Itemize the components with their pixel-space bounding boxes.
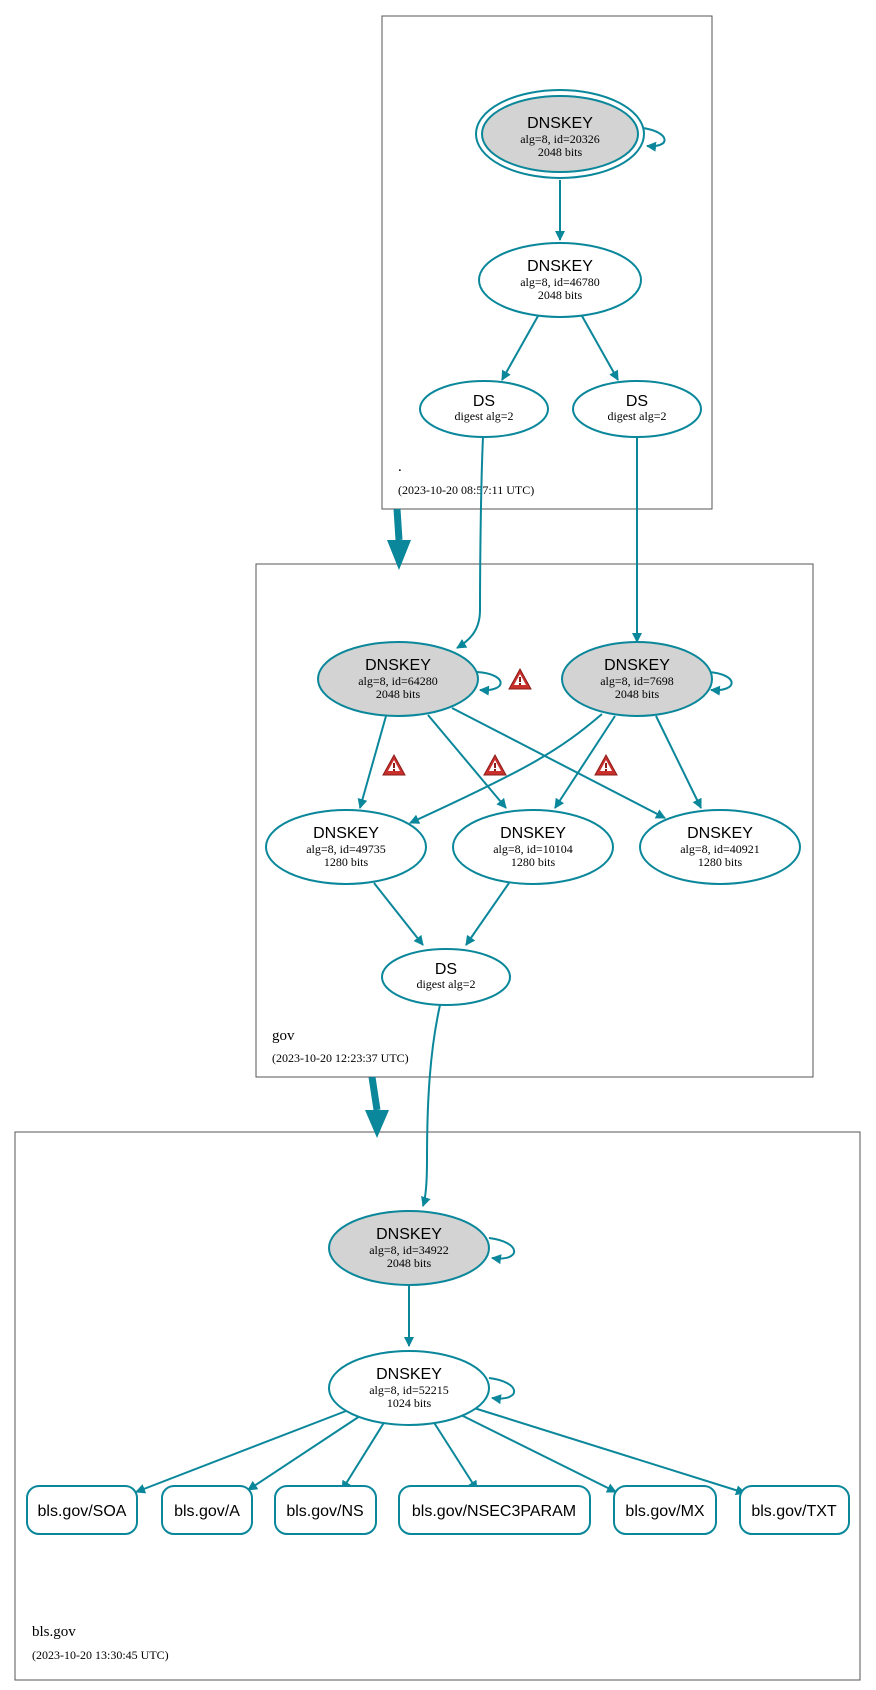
rrset-nsec3param: bls.gov/NSEC3PARAM bbox=[398, 1485, 591, 1535]
rrset-soa: bls.gov/SOA bbox=[26, 1485, 138, 1535]
node-bls-ksk-id: alg=8, id=34922 bbox=[369, 1243, 449, 1257]
delegation-gov-bls-head bbox=[365, 1110, 389, 1138]
node-root-ksk: DNSKEY alg=8, id=20326 2048 bits bbox=[475, 89, 645, 179]
zone-bls: bls.gov (2023-10-20 13:30:45 UTC) bbox=[14, 1131, 861, 1681]
node-gov-zsk1: DNSKEY alg=8, id=49735 1280 bits bbox=[265, 809, 427, 885]
edge-zsk-nsec3param bbox=[432, 1420, 478, 1491]
node-bls-ksk-type: DNSKEY bbox=[376, 1226, 442, 1243]
node-bls-zsk-bits: 1024 bits bbox=[387, 1396, 432, 1410]
rrset-ns-label: bls.gov/NS bbox=[286, 1503, 363, 1520]
edge-zsk-txt bbox=[473, 1407, 746, 1496]
node-gov-ksk1-type: DNSKEY bbox=[365, 657, 431, 674]
edge-ksk1-zsk3 bbox=[451, 707, 666, 819]
node-gov-ksk2: DNSKEY alg=8, id=7698 2048 bits bbox=[561, 641, 713, 717]
node-root-ds2-digest: digest alg=2 bbox=[607, 409, 666, 423]
zone-gov-name: gov bbox=[272, 1028, 295, 1044]
warning-icon bbox=[508, 668, 532, 690]
node-root-ds1-type: DS bbox=[473, 393, 495, 410]
zone-root-name: . bbox=[398, 459, 402, 475]
node-root-zsk-bits: 2048 bits bbox=[538, 288, 583, 302]
edge-gov-ksk1-self bbox=[476, 671, 502, 696]
node-gov-zsk3: DNSKEY alg=8, id=40921 1280 bits bbox=[639, 809, 801, 885]
rrset-soa-label: bls.gov/SOA bbox=[38, 1503, 127, 1520]
node-bls-zsk-id: alg=8, id=52215 bbox=[369, 1383, 449, 1397]
edge-root-ksk-self bbox=[642, 127, 666, 152]
zone-bls-timestamp: (2023-10-20 13:30:45 UTC) bbox=[32, 1648, 169, 1662]
zone-gov: gov (2023-10-20 12:23:37 UTC) bbox=[255, 563, 814, 1078]
rrset-nsec3param-label: bls.gov/NSEC3PARAM bbox=[412, 1503, 576, 1520]
node-gov-ksk1: DNSKEY alg=8, id=64280 2048 bits bbox=[317, 641, 479, 717]
node-bls-zsk: DNSKEY alg=8, id=52215 1024 bits bbox=[328, 1350, 490, 1426]
edge-zsk2-ds bbox=[465, 882, 510, 946]
node-root-zsk-id: alg=8, id=46780 bbox=[520, 275, 600, 289]
node-gov-ds: DS digest alg=2 bbox=[381, 948, 511, 1006]
edge-zsk-ns bbox=[341, 1420, 386, 1491]
edge-zsk-a bbox=[247, 1415, 361, 1491]
edge-zsk-mx bbox=[460, 1414, 617, 1493]
edge-gov-ksk2-self bbox=[707, 671, 733, 696]
edge-root-zsk-ds2 bbox=[581, 315, 619, 381]
node-root-ds1: DS digest alg=2 bbox=[419, 380, 549, 438]
node-bls-ksk: DNSKEY alg=8, id=34922 2048 bits bbox=[328, 1210, 490, 1286]
zone-root-timestamp: (2023-10-20 08:57:11 UTC) bbox=[398, 483, 534, 497]
node-gov-zsk2-id: alg=8, id=10104 bbox=[493, 842, 573, 856]
zone-root: . (2023-10-20 08:57:11 UTC) bbox=[381, 15, 713, 510]
node-bls-ksk-bits: 2048 bits bbox=[387, 1256, 432, 1270]
delegation-root-gov bbox=[393, 508, 403, 541]
zone-bls-name: bls.gov bbox=[32, 1624, 76, 1640]
zone-gov-timestamp: (2023-10-20 12:23:37 UTC) bbox=[272, 1051, 409, 1065]
edge-ksk2-zsk1 bbox=[409, 713, 603, 824]
node-root-ds2: DS digest alg=2 bbox=[572, 380, 702, 438]
node-bls-zsk-type: DNSKEY bbox=[376, 1366, 442, 1383]
edge-bls-zsk-self bbox=[488, 1377, 516, 1405]
node-gov-ksk2-type: DNSKEY bbox=[604, 657, 670, 674]
warning-icon bbox=[382, 754, 406, 776]
edge-ksk2-zsk2 bbox=[554, 715, 616, 809]
node-gov-ksk1-id: alg=8, id=64280 bbox=[358, 674, 438, 688]
node-gov-zsk1-id: alg=8, id=49735 bbox=[306, 842, 386, 856]
edge-ksk1-zsk2 bbox=[427, 714, 507, 809]
edge-bls-ksk-self bbox=[488, 1237, 516, 1265]
delegation-gov-bls bbox=[368, 1076, 381, 1111]
node-root-ksk-type: DNSKEY bbox=[527, 115, 593, 132]
edge-ds1-gov-ksk1 bbox=[456, 436, 484, 649]
node-gov-ds-type: DS bbox=[435, 961, 457, 978]
node-root-ksk-id: alg=8, id=20326 bbox=[520, 132, 600, 146]
rrset-txt: bls.gov/TXT bbox=[739, 1485, 850, 1535]
node-gov-zsk1-type: DNSKEY bbox=[313, 825, 379, 842]
edges bbox=[135, 127, 746, 1496]
warning-icon bbox=[483, 754, 507, 776]
node-gov-ksk1-bits: 2048 bits bbox=[376, 687, 421, 701]
node-gov-zsk2: DNSKEY alg=8, id=10104 1280 bits bbox=[452, 809, 614, 885]
node-gov-zsk3-bits: 1280 bits bbox=[698, 855, 743, 869]
node-gov-ksk2-bits: 2048 bits bbox=[615, 687, 660, 701]
node-gov-ds-digest: digest alg=2 bbox=[416, 977, 475, 991]
edge-ksk1-zsk1 bbox=[357, 715, 387, 809]
edge-root-zsk-ds1 bbox=[501, 315, 539, 381]
edge-ksk2-zsk3 bbox=[655, 715, 702, 809]
node-gov-zsk2-bits: 1280 bits bbox=[511, 855, 556, 869]
node-root-zsk: DNSKEY alg=8, id=46780 2048 bits bbox=[478, 242, 642, 318]
rrset-mx-label: bls.gov/MX bbox=[625, 1503, 704, 1520]
warning-icon bbox=[594, 754, 618, 776]
rrset-a-label: bls.gov/A bbox=[174, 1503, 240, 1520]
rrset-txt-label: bls.gov/TXT bbox=[751, 1503, 837, 1520]
node-root-ksk-bits: 2048 bits bbox=[538, 145, 583, 159]
node-gov-zsk2-type: DNSKEY bbox=[500, 825, 566, 842]
node-gov-zsk3-type: DNSKEY bbox=[687, 825, 753, 842]
rrset-mx: bls.gov/MX bbox=[613, 1485, 717, 1535]
rrset-ns: bls.gov/NS bbox=[274, 1485, 377, 1535]
edge-zsk-soa bbox=[135, 1410, 347, 1494]
node-gov-zsk1-bits: 1280 bits bbox=[324, 855, 369, 869]
edge-zsk1-ds bbox=[373, 882, 424, 946]
delegation-root-gov-head bbox=[387, 540, 411, 570]
node-gov-ksk2-id: alg=8, id=7698 bbox=[600, 674, 674, 688]
node-root-ds2-type: DS bbox=[626, 393, 648, 410]
node-root-ds1-digest: digest alg=2 bbox=[454, 409, 513, 423]
edge-gov-ds-bls-ksk bbox=[421, 1004, 441, 1207]
node-root-zsk-type: DNSKEY bbox=[527, 258, 593, 275]
node-gov-zsk3-id: alg=8, id=40921 bbox=[680, 842, 760, 856]
rrset-a: bls.gov/A bbox=[161, 1485, 253, 1535]
